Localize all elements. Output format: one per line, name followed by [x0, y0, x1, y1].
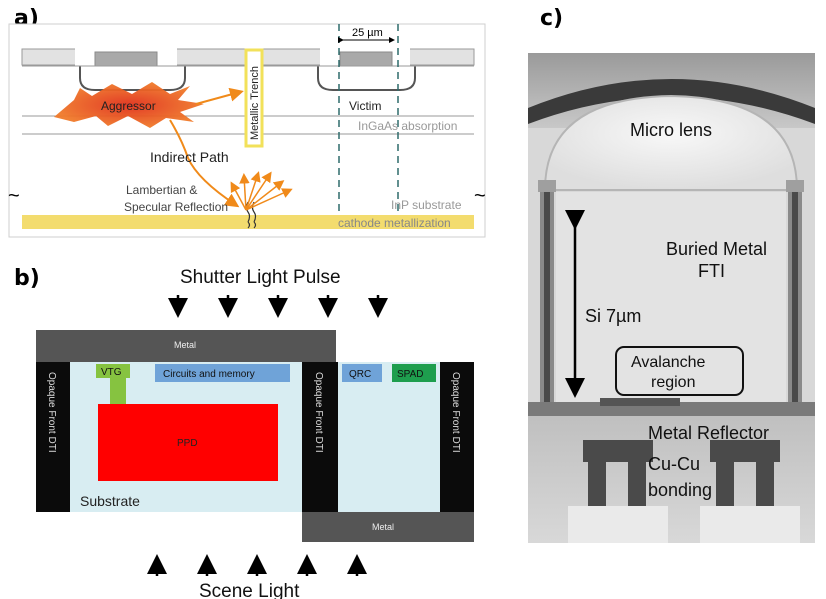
break-mark-left: ~	[8, 185, 20, 207]
dimension-label: 25 µm	[352, 27, 383, 39]
absorption-label: InGaAs absorption	[358, 119, 457, 133]
direct-ray	[195, 87, 244, 105]
reflection-label-2: Specular Reflection	[124, 200, 228, 214]
cathode-label: cathode metallization	[338, 216, 451, 230]
break-mark-right: ~	[474, 185, 486, 207]
scattered-rays	[230, 171, 293, 211]
trench-label: Metallic Trench	[249, 66, 261, 140]
victim-contact	[339, 51, 393, 67]
panel-label-b: b)	[14, 266, 40, 291]
aggressor-label: Aggressor	[101, 99, 156, 113]
aggressor-well	[79, 66, 186, 91]
indirect-path-label: Indirect Path	[150, 149, 229, 165]
aggressor-burst	[54, 82, 204, 128]
reflection-label-1: Lambertian &	[126, 183, 197, 197]
indirect-ray	[169, 119, 240, 208]
aggressor-contact	[94, 51, 158, 67]
victim-label: Victim	[349, 99, 381, 113]
panel-label-c: c)	[540, 6, 564, 31]
metallic-trench	[244, 48, 264, 148]
victim-well	[317, 66, 416, 91]
substrate-label: InP substrate	[391, 198, 462, 212]
